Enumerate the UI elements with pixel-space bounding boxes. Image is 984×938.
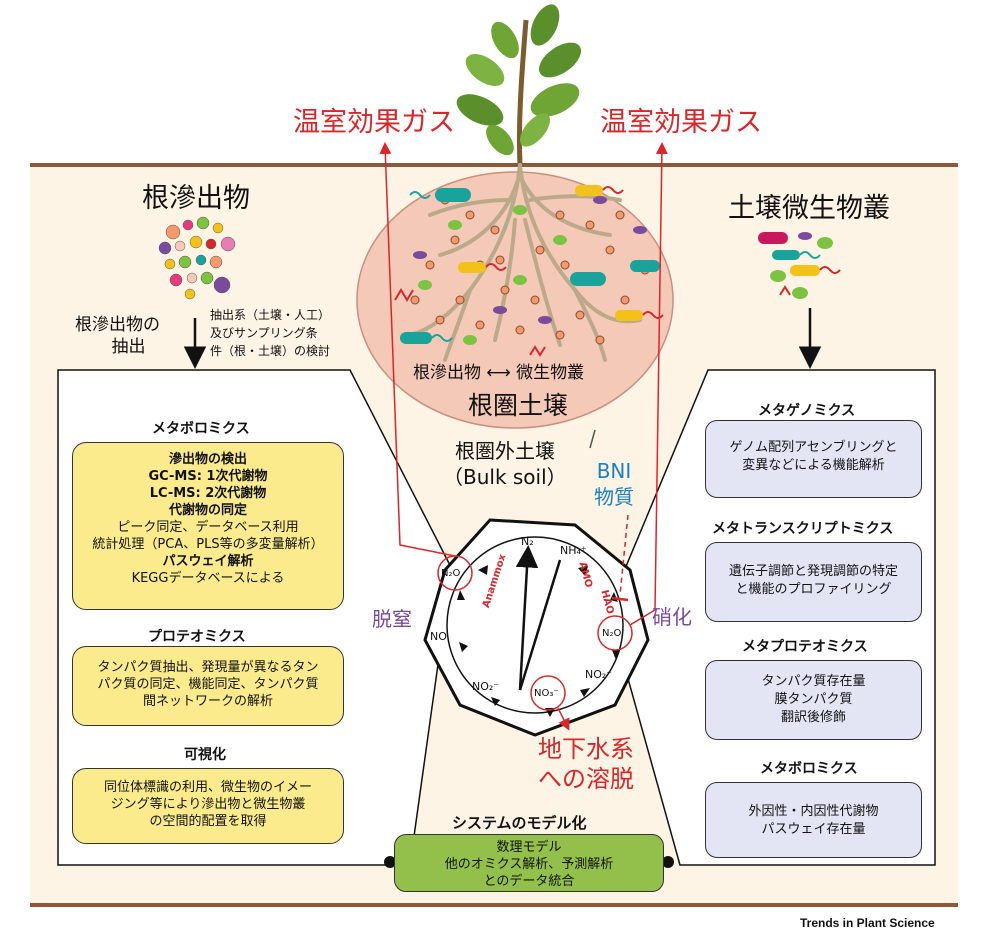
visualization-title: 可視化 — [184, 747, 226, 763]
metabolomics-right-title: メタボロミクス — [760, 761, 858, 777]
soil-microbe-cluster-icon — [758, 232, 841, 299]
metabolomics-left-title: メタボロミクス — [152, 421, 250, 437]
n2o-right-circle — [597, 615, 633, 651]
plant-icon — [456, 4, 582, 166]
nitrogen-cycle-ring — [446, 536, 624, 714]
no2-bottom-label: NO₂⁻ — [472, 680, 500, 693]
denitrification-label: 脱窒 — [372, 607, 412, 631]
proteomics-box: タンパク質抽出、発現量が異なるタン パク質の同定、機能同定、タンパク質 間ネット… — [72, 646, 344, 726]
metabolomics-left-box: 滲出物の検出 GC-MS: 1次代謝物 LC-MS: 2次代謝物 代謝物の同定 … — [72, 442, 344, 610]
metagenomics-box: ゲノム配列アセンブリングと 変異などによる機能解析 — [705, 420, 922, 498]
metagenomics-title: メタゲノミクス — [758, 403, 856, 419]
soil-surface-line — [30, 163, 958, 167]
microbe-icons — [394, 185, 664, 357]
proteomics-title: プロテオミクス — [148, 629, 246, 645]
bni-label: BNI 物質 — [594, 459, 634, 509]
bni-inhibition-line — [619, 514, 629, 596]
nh4-label: NH₄⁺ — [560, 544, 587, 557]
ghg-right-label: 温室効果ガス — [600, 107, 762, 138]
modeling-box: 数理モデル 他のオミクス解析、予測解析 とのデータ統合 — [394, 834, 664, 892]
leaching-label: 地下水系 への溶脱 — [538, 735, 634, 793]
rhizosphere-ellipse — [356, 171, 674, 429]
bulk-soil-label: 根圏外土壌 （Bulk soil） — [443, 439, 567, 489]
ghg-right-arrow — [629, 142, 668, 626]
no3-circle — [530, 675, 566, 711]
n2o-left-label: N₂O — [441, 568, 461, 579]
metatranscriptomics-box: 遺伝子調節と発現調節の特定 と機能のプロファイリング — [705, 542, 922, 622]
ghg-left-arrow — [379, 142, 456, 557]
n2-label: N₂ — [521, 535, 534, 548]
soil-bottom-line — [30, 903, 958, 907]
sampling-conditions-label: 抽出系（土壌・人工） 及びサンプリング条 件（根・土壌）の検討 — [210, 308, 331, 358]
visualization-box: 同位体標識の利用、微生物のイメー ジング等により滲出物と微生物叢 の空間的配置を… — [72, 768, 344, 844]
metatranscriptomics-title: メタトランスクリプトミクス — [712, 521, 894, 537]
root-exudates-title: 根滲出物 — [142, 183, 250, 214]
no3-label: NO₃⁻ — [534, 688, 559, 699]
exudate-cluster-icon — [158, 216, 236, 300]
nitrification-label: 硝化 — [652, 605, 692, 629]
cycle-arrowheads — [457, 565, 620, 717]
soil-microbiome-title: 土壌微生物叢 — [728, 193, 890, 224]
n2o-right-label: N₂O — [602, 628, 622, 639]
no-label: NO — [430, 630, 447, 643]
leaching-arrow — [557, 707, 570, 731]
modeling-title: システムのモデル化 — [452, 814, 587, 832]
no2-right-label: NO₂⁻ — [585, 668, 613, 681]
rhizosphere-label: 根圏土壌 — [468, 391, 569, 420]
metaproteomics-box: タンパク質存在量 膜タンパク質 翻訳後修飾 — [705, 660, 922, 740]
metaproteomics-title: メタプロテオミクス — [742, 639, 868, 655]
ghg-left-label: 温室効果ガス — [293, 107, 455, 138]
nitrogen-cycle-octagon — [423, 518, 650, 737]
extraction-label: 根滲出物の 抽出 — [75, 315, 160, 357]
rhizo-interaction-label: 根滲出物 ⟷ 微生物叢 — [413, 363, 585, 383]
metabolomics-right-box: 外因性・内因性代謝物 パスウェイ存在量 — [705, 782, 922, 858]
footer-credit: Trends in Plant Science — [800, 916, 935, 930]
